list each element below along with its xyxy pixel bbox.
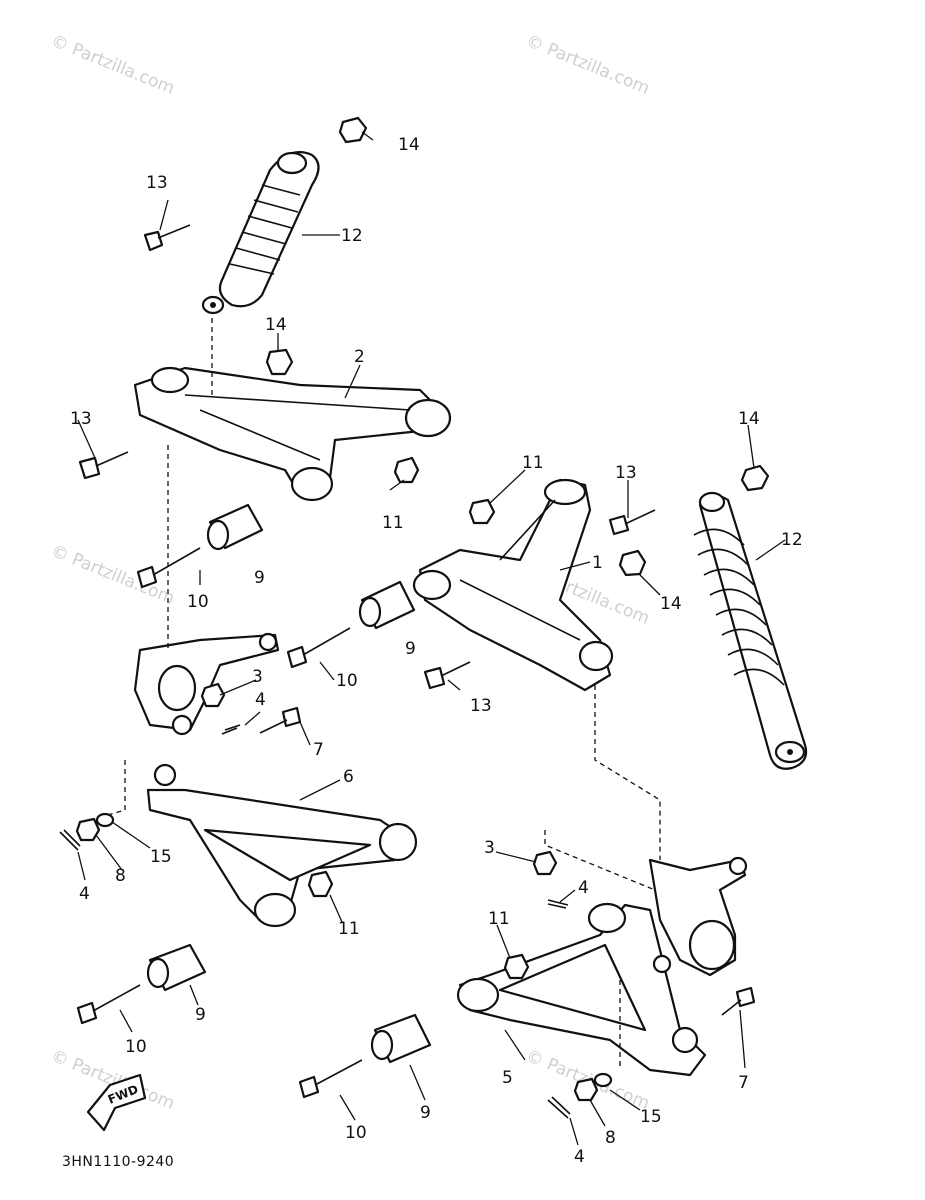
watermark-top-left: © Partzilla.com xyxy=(48,31,177,99)
cotter-pin-4-left-upper xyxy=(221,724,241,735)
bolt-10-mid xyxy=(286,627,351,669)
washer-15-left xyxy=(95,812,115,828)
nut-3-left xyxy=(200,682,226,708)
callout-8-left: 8 xyxy=(115,866,126,886)
bolt-13-upper-left xyxy=(78,451,129,480)
nut-14-right-mid xyxy=(618,549,647,577)
callout-15-left: 15 xyxy=(150,847,172,867)
callout-10-lower-right: 10 xyxy=(345,1123,367,1143)
callout-4-left-lower: 4 xyxy=(79,884,90,904)
leader-lines xyxy=(77,131,786,1146)
lower-arm-left xyxy=(146,763,418,928)
bolt-13-right-lower xyxy=(423,661,471,690)
callouts: 14 13 12 14 2 13 11 11 13 14 12 1 14 9 1… xyxy=(70,135,803,1167)
nut-11-upper-left xyxy=(393,456,420,484)
bushing-upper-right xyxy=(358,580,416,630)
callout-11-upper-left: 11 xyxy=(382,513,404,533)
callout-6: 6 xyxy=(343,767,354,787)
callout-11-lower-left: 11 xyxy=(338,919,360,939)
bolt-10-lower-right xyxy=(298,1059,363,1099)
callout-11-right: 11 xyxy=(522,453,544,473)
callout-13-right-lower: 13 xyxy=(470,696,492,716)
callout-3-left: 3 xyxy=(252,667,263,687)
bolt-10-upper-left xyxy=(136,547,201,589)
bushings xyxy=(146,503,432,1064)
callout-7-left: 7 xyxy=(313,740,324,760)
nut-3-right xyxy=(532,850,558,876)
callout-9-lower-left: 9 xyxy=(195,1005,206,1025)
bolt-13-top xyxy=(143,224,191,252)
shock-absorber-right xyxy=(693,491,808,770)
watermark-top-right: © Partzilla.com xyxy=(523,31,652,99)
nut-14-top xyxy=(338,116,368,144)
callout-2: 2 xyxy=(354,347,365,367)
cotter-pin-4-right-lower xyxy=(547,1096,571,1119)
callout-10-mid: 10 xyxy=(336,671,358,691)
callout-14-right-top: 14 xyxy=(738,409,760,429)
callout-14-right-mid: 14 xyxy=(660,594,682,614)
nut-11-right xyxy=(468,498,496,525)
nut-8-left xyxy=(75,817,101,842)
small-hardware xyxy=(59,116,770,1119)
callout-4-right-lower: 4 xyxy=(574,1147,585,1167)
callout-9-upper-left: 9 xyxy=(254,568,265,588)
assembly-lines xyxy=(107,318,661,1070)
nut-14-right-top xyxy=(740,464,770,492)
callout-13-top: 13 xyxy=(146,173,168,193)
nut-14-upper-left xyxy=(265,348,294,376)
nut-11-lower-right xyxy=(503,953,530,980)
bushing-lower-right xyxy=(370,1013,432,1064)
diagram-code: 3HN1110-9240 xyxy=(62,1154,174,1170)
cotter-pin-4-left-lower xyxy=(59,829,81,851)
callout-13-right-top: 13 xyxy=(615,463,637,483)
callout-10-lower-left: 10 xyxy=(125,1037,147,1057)
callout-7-right: 7 xyxy=(738,1073,749,1093)
watermark-mid-left: © Partzilla.com xyxy=(48,541,177,609)
callout-1: 1 xyxy=(592,553,603,573)
callout-8-right: 8 xyxy=(605,1128,616,1148)
lower-arm-right xyxy=(456,902,707,1077)
bolt-7-left xyxy=(259,706,302,734)
callout-9-upper-right: 9 xyxy=(405,639,416,659)
upper-arm-right xyxy=(412,478,614,692)
knuckle-right xyxy=(648,856,748,977)
shock-absorber-left xyxy=(201,151,320,315)
washer-15-right xyxy=(593,1072,613,1088)
knuckle-left xyxy=(133,632,280,736)
bushing-lower-left xyxy=(146,943,207,992)
callout-15-right: 15 xyxy=(640,1107,662,1127)
callout-10-upper-left: 10 xyxy=(187,592,209,612)
bolt-7-right xyxy=(721,986,756,1016)
callout-12-right: 12 xyxy=(781,530,803,550)
callout-3-right: 3 xyxy=(484,838,495,858)
callout-14-upper-left: 14 xyxy=(265,315,287,335)
bolt-13-right-top xyxy=(608,509,656,536)
bolt-10-lower-left xyxy=(76,984,141,1025)
callout-4-right-upper: 4 xyxy=(578,878,589,898)
callout-13-upper-left: 13 xyxy=(70,409,92,429)
upper-arm-left xyxy=(133,366,452,502)
nut-8-right xyxy=(573,1077,599,1102)
callout-5: 5 xyxy=(502,1068,513,1088)
callout-11-lower-right: 11 xyxy=(488,909,510,929)
callout-4-left-upper: 4 xyxy=(255,690,266,710)
bolts xyxy=(76,224,756,1099)
bushing-upper-left xyxy=(206,503,264,551)
callout-9-lower-right: 9 xyxy=(420,1103,431,1123)
callout-12-left: 12 xyxy=(341,226,363,246)
cotter-pin-4-right-upper xyxy=(547,899,569,909)
nut-11-lower-left xyxy=(307,870,334,898)
callout-14-top: 14 xyxy=(398,135,420,155)
